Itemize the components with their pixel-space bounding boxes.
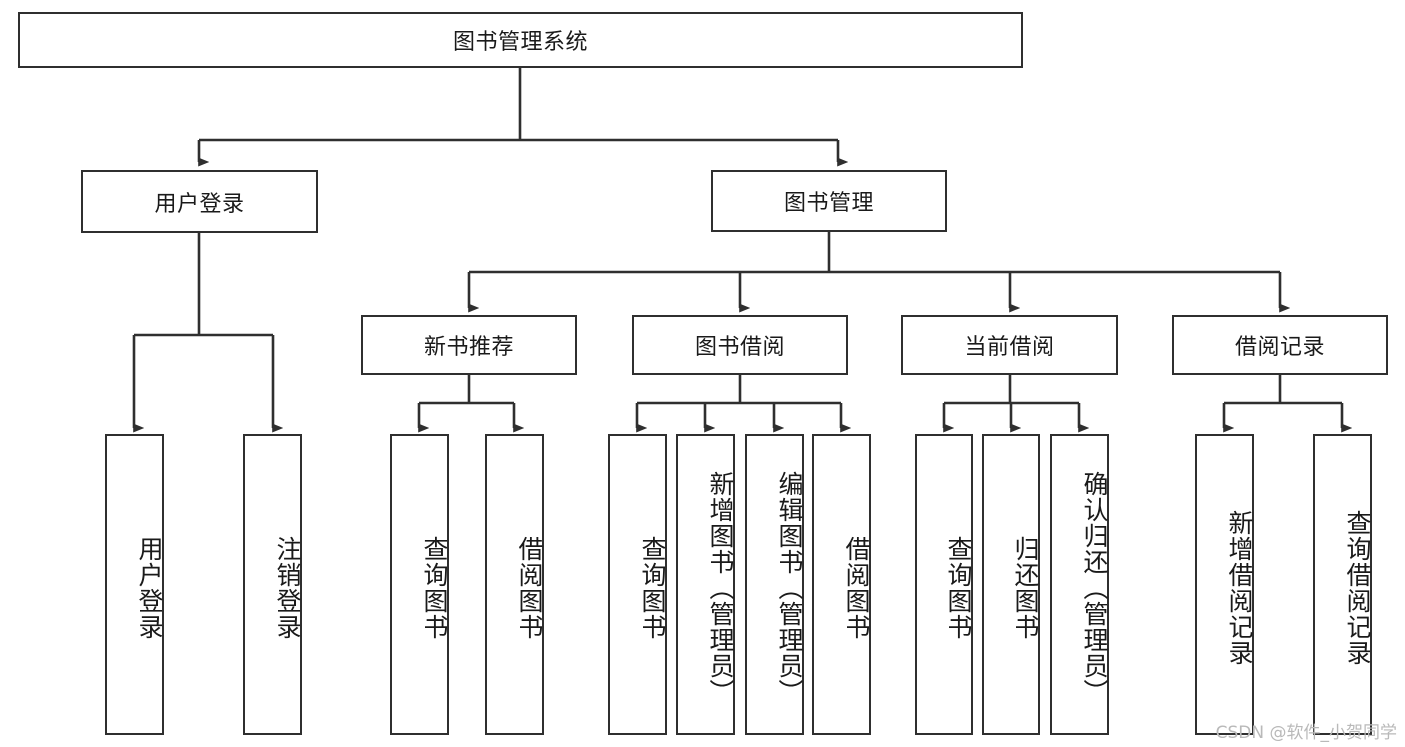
node-label: 查询图书 bbox=[638, 535, 667, 640]
node-label: 图书管理 bbox=[783, 191, 874, 216]
watermark-text: CSDN @软件_小贺同学 bbox=[1215, 723, 1397, 743]
node-book-borrow[interactable]: 图书借阅 bbox=[632, 315, 848, 375]
leaf-borrow-record-2[interactable]: 查询借阅记录 bbox=[1313, 434, 1372, 735]
leaf-book-borrow-3[interactable]: 编辑图书（管理员） bbox=[745, 434, 804, 735]
leaf-book-borrow-4[interactable]: 借阅图书 bbox=[812, 434, 871, 735]
node-label: 新增图书（管理员） bbox=[706, 470, 735, 705]
node-label: 当前借阅 bbox=[964, 335, 1055, 360]
node-label: 用户登录 bbox=[135, 535, 164, 640]
leaf-current-borrow-1[interactable]: 查询图书 bbox=[915, 434, 973, 735]
leaf-borrow-record-1[interactable]: 新增借阅记录 bbox=[1195, 434, 1254, 735]
leaf-current-borrow-2[interactable]: 归还图书 bbox=[982, 434, 1040, 735]
node-label: 新增借阅记录 bbox=[1225, 509, 1254, 666]
node-book-management[interactable]: 图书管理 bbox=[711, 170, 947, 232]
leaf-user-login-1[interactable]: 用户登录 bbox=[105, 434, 164, 735]
node-new-book-recommend[interactable]: 新书推荐 bbox=[361, 315, 577, 375]
node-label: 借阅图书 bbox=[842, 535, 871, 640]
node-label: 图书借阅 bbox=[694, 335, 785, 360]
node-label: 借阅记录 bbox=[1234, 335, 1325, 360]
node-label: 查询借阅记录 bbox=[1343, 509, 1372, 666]
node-root-book-management-system[interactable]: 图书管理系统 bbox=[18, 12, 1023, 68]
node-label: 新书推荐 bbox=[423, 335, 514, 360]
leaf-current-borrow-3[interactable]: 确认归还（管理员） bbox=[1050, 434, 1109, 735]
leaf-new-book-recommend-1[interactable]: 查询图书 bbox=[390, 434, 449, 735]
node-label: 借阅图书 bbox=[515, 535, 544, 640]
leaf-user-login-2[interactable]: 注销登录 bbox=[243, 434, 302, 735]
node-user-login[interactable]: 用户登录 bbox=[81, 170, 318, 233]
leaf-new-book-recommend-2[interactable]: 借阅图书 bbox=[485, 434, 544, 735]
node-current-borrow[interactable]: 当前借阅 bbox=[901, 315, 1118, 375]
node-label: 查询图书 bbox=[944, 535, 973, 640]
node-label: 用户登录 bbox=[154, 191, 245, 217]
node-label: 编辑图书（管理员） bbox=[775, 470, 804, 705]
node-borrow-record[interactable]: 借阅记录 bbox=[1172, 315, 1388, 375]
leaf-book-borrow-1[interactable]: 查询图书 bbox=[608, 434, 667, 735]
node-label: 查询图书 bbox=[420, 535, 449, 640]
node-label: 图书管理系统 bbox=[452, 30, 588, 55]
node-label: 注销登录 bbox=[273, 535, 302, 640]
leaf-book-borrow-2[interactable]: 新增图书（管理员） bbox=[676, 434, 735, 735]
node-label: 归还图书 bbox=[1011, 535, 1040, 640]
node-label: 确认归还（管理员） bbox=[1080, 470, 1109, 705]
